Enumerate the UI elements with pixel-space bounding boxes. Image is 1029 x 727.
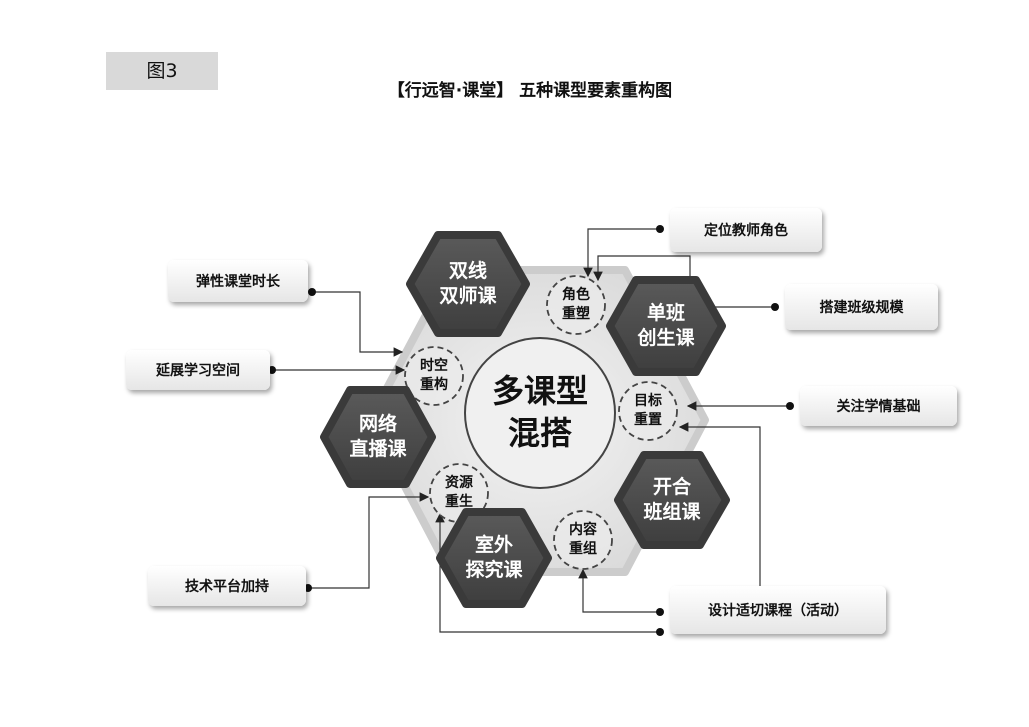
label-learning-basis: 关注学情基础 <box>800 386 957 426</box>
figure-label: 图3 <box>106 52 218 90</box>
course-dual-teacher: 双线 双师课 <box>439 260 497 307</box>
center-label: 多课型 混搭 <box>491 372 588 452</box>
course-open-merge: 开合 班组课 <box>643 476 701 523</box>
label-teacher-role: 定位教师角色 <box>670 208 822 252</box>
element-resource: 资源 重生 <box>445 475 473 510</box>
label-extend-space: 延展学习空间 <box>126 350 270 390</box>
element-circles <box>404 275 678 570</box>
course-online-live: 网络 直播课 <box>349 413 407 460</box>
diagram-title: 【行远智·课堂】 五种课型要素重构图 <box>387 81 673 101</box>
label-flexible-time: 弹性课堂时长 <box>168 260 308 302</box>
label-design-course: 设计适切课程（活动） <box>670 586 886 634</box>
course-hexagons <box>320 231 730 608</box>
connector-dots <box>268 225 794 636</box>
label-class-size: 搭建班级规模 <box>785 284 938 330</box>
element-space-time: 时空 重构 <box>420 358 448 393</box>
element-role: 角色 重塑 <box>562 287 590 322</box>
label-tech-platform: 技术平台加持 <box>148 566 306 606</box>
center-circle <box>464 337 616 489</box>
element-goal: 目标 重置 <box>634 393 662 428</box>
course-single-class: 单班 创生课 <box>637 302 695 349</box>
course-outdoor: 室外 探究课 <box>465 534 523 581</box>
element-content: 内容 重组 <box>569 522 597 557</box>
